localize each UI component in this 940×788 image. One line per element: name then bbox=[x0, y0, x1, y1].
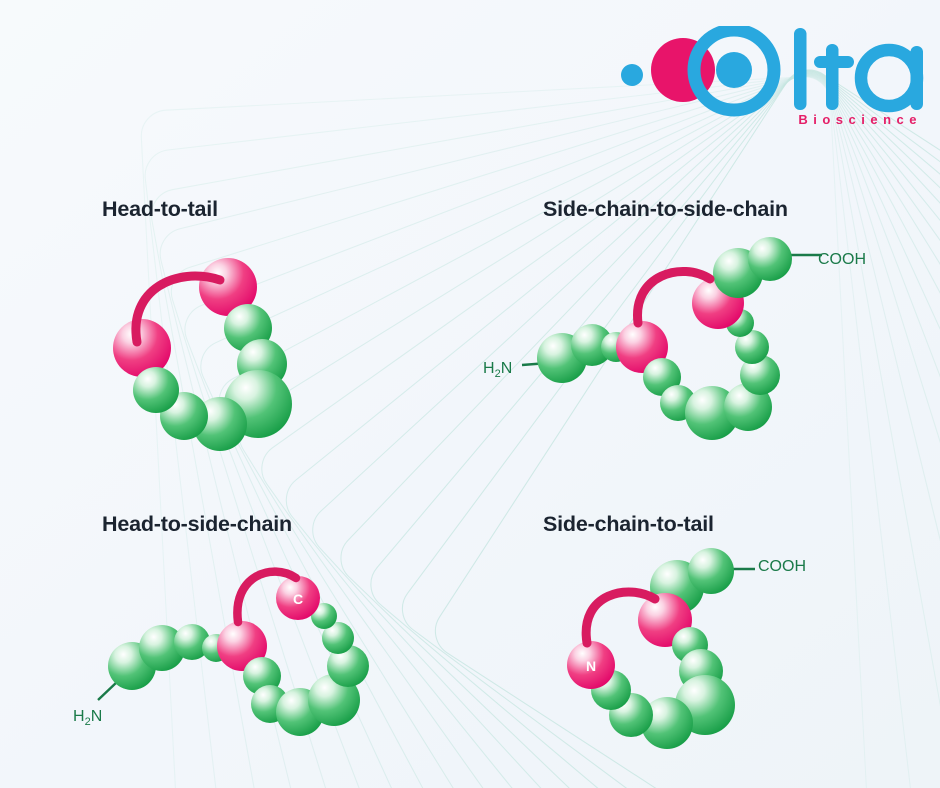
h2n-leader-line bbox=[97, 680, 119, 701]
panel-title-side-chain-to-side-chain: Side-chain-to-side-chain bbox=[543, 197, 788, 221]
bead-pink-c-terminus bbox=[276, 576, 320, 620]
h2n-label-side-chain-to-side-chain: H2N bbox=[483, 360, 513, 381]
bead-pink-n-terminus bbox=[567, 641, 615, 689]
bead-green bbox=[641, 697, 693, 749]
bead-green bbox=[740, 355, 780, 395]
alta-inner-dot-icon bbox=[716, 52, 752, 88]
letter-a-bowl-icon bbox=[854, 43, 924, 113]
bead-green bbox=[688, 548, 734, 594]
letter-l-icon bbox=[794, 28, 807, 110]
peptide-bead-chain bbox=[567, 548, 735, 749]
brand-logo: Bioscience bbox=[614, 23, 924, 136]
n-terminus-bead-label: N bbox=[586, 658, 596, 674]
cyclization-arc bbox=[131, 271, 225, 347]
letter-a-stem-icon bbox=[910, 46, 923, 110]
cyclization-arc bbox=[581, 587, 660, 648]
diagram-side-chain-to-side-chain bbox=[521, 237, 822, 440]
cooh-label-side-chain-to-side-chain: COOH bbox=[818, 251, 866, 268]
peptide-bead-chain bbox=[113, 258, 292, 451]
diagram-side-chain-to-tail: N bbox=[567, 548, 755, 749]
cyclization-arc bbox=[633, 267, 715, 328]
diagram-head-to-tail bbox=[113, 258, 292, 451]
bead-green bbox=[133, 367, 179, 413]
cyclization-arc bbox=[233, 567, 301, 627]
bead-green bbox=[735, 330, 769, 364]
panel-title-head-to-tail: Head-to-tail bbox=[102, 197, 218, 221]
blue-dot-icon bbox=[621, 64, 643, 86]
bead-green bbox=[327, 645, 369, 687]
bead-pink-c-terminus bbox=[199, 258, 257, 316]
bead-green bbox=[748, 237, 792, 281]
diagram-head-to-side-chain: C bbox=[97, 567, 369, 736]
alta-outer-ring-icon bbox=[687, 23, 781, 117]
bead-green bbox=[322, 622, 354, 654]
panel-title-side-chain-to-tail: Side-chain-to-tail bbox=[543, 512, 714, 536]
h2n-label-head-to-side-chain: H2N bbox=[73, 708, 103, 729]
peptide-bead-chain bbox=[537, 237, 792, 440]
c-terminus-bead-label: C bbox=[293, 591, 303, 607]
bead-green bbox=[308, 674, 360, 726]
peptide-bead-chain bbox=[108, 576, 369, 736]
brand-tagline: Bioscience bbox=[798, 112, 922, 127]
bead-green bbox=[571, 324, 613, 366]
alta-logomark bbox=[621, 23, 924, 117]
bead-green bbox=[311, 603, 337, 629]
bead-green bbox=[139, 625, 185, 671]
bead-pink-side-chain bbox=[217, 621, 267, 671]
bead-pink-n-terminus bbox=[113, 319, 171, 377]
panel-title-head-to-side-chain: Head-to-side-chain bbox=[102, 512, 292, 536]
bead-green bbox=[174, 624, 210, 660]
cooh-label-side-chain-to-tail: COOH bbox=[758, 558, 806, 575]
letter-t-bar-icon bbox=[814, 56, 854, 68]
letter-t-stem-icon bbox=[826, 44, 839, 110]
